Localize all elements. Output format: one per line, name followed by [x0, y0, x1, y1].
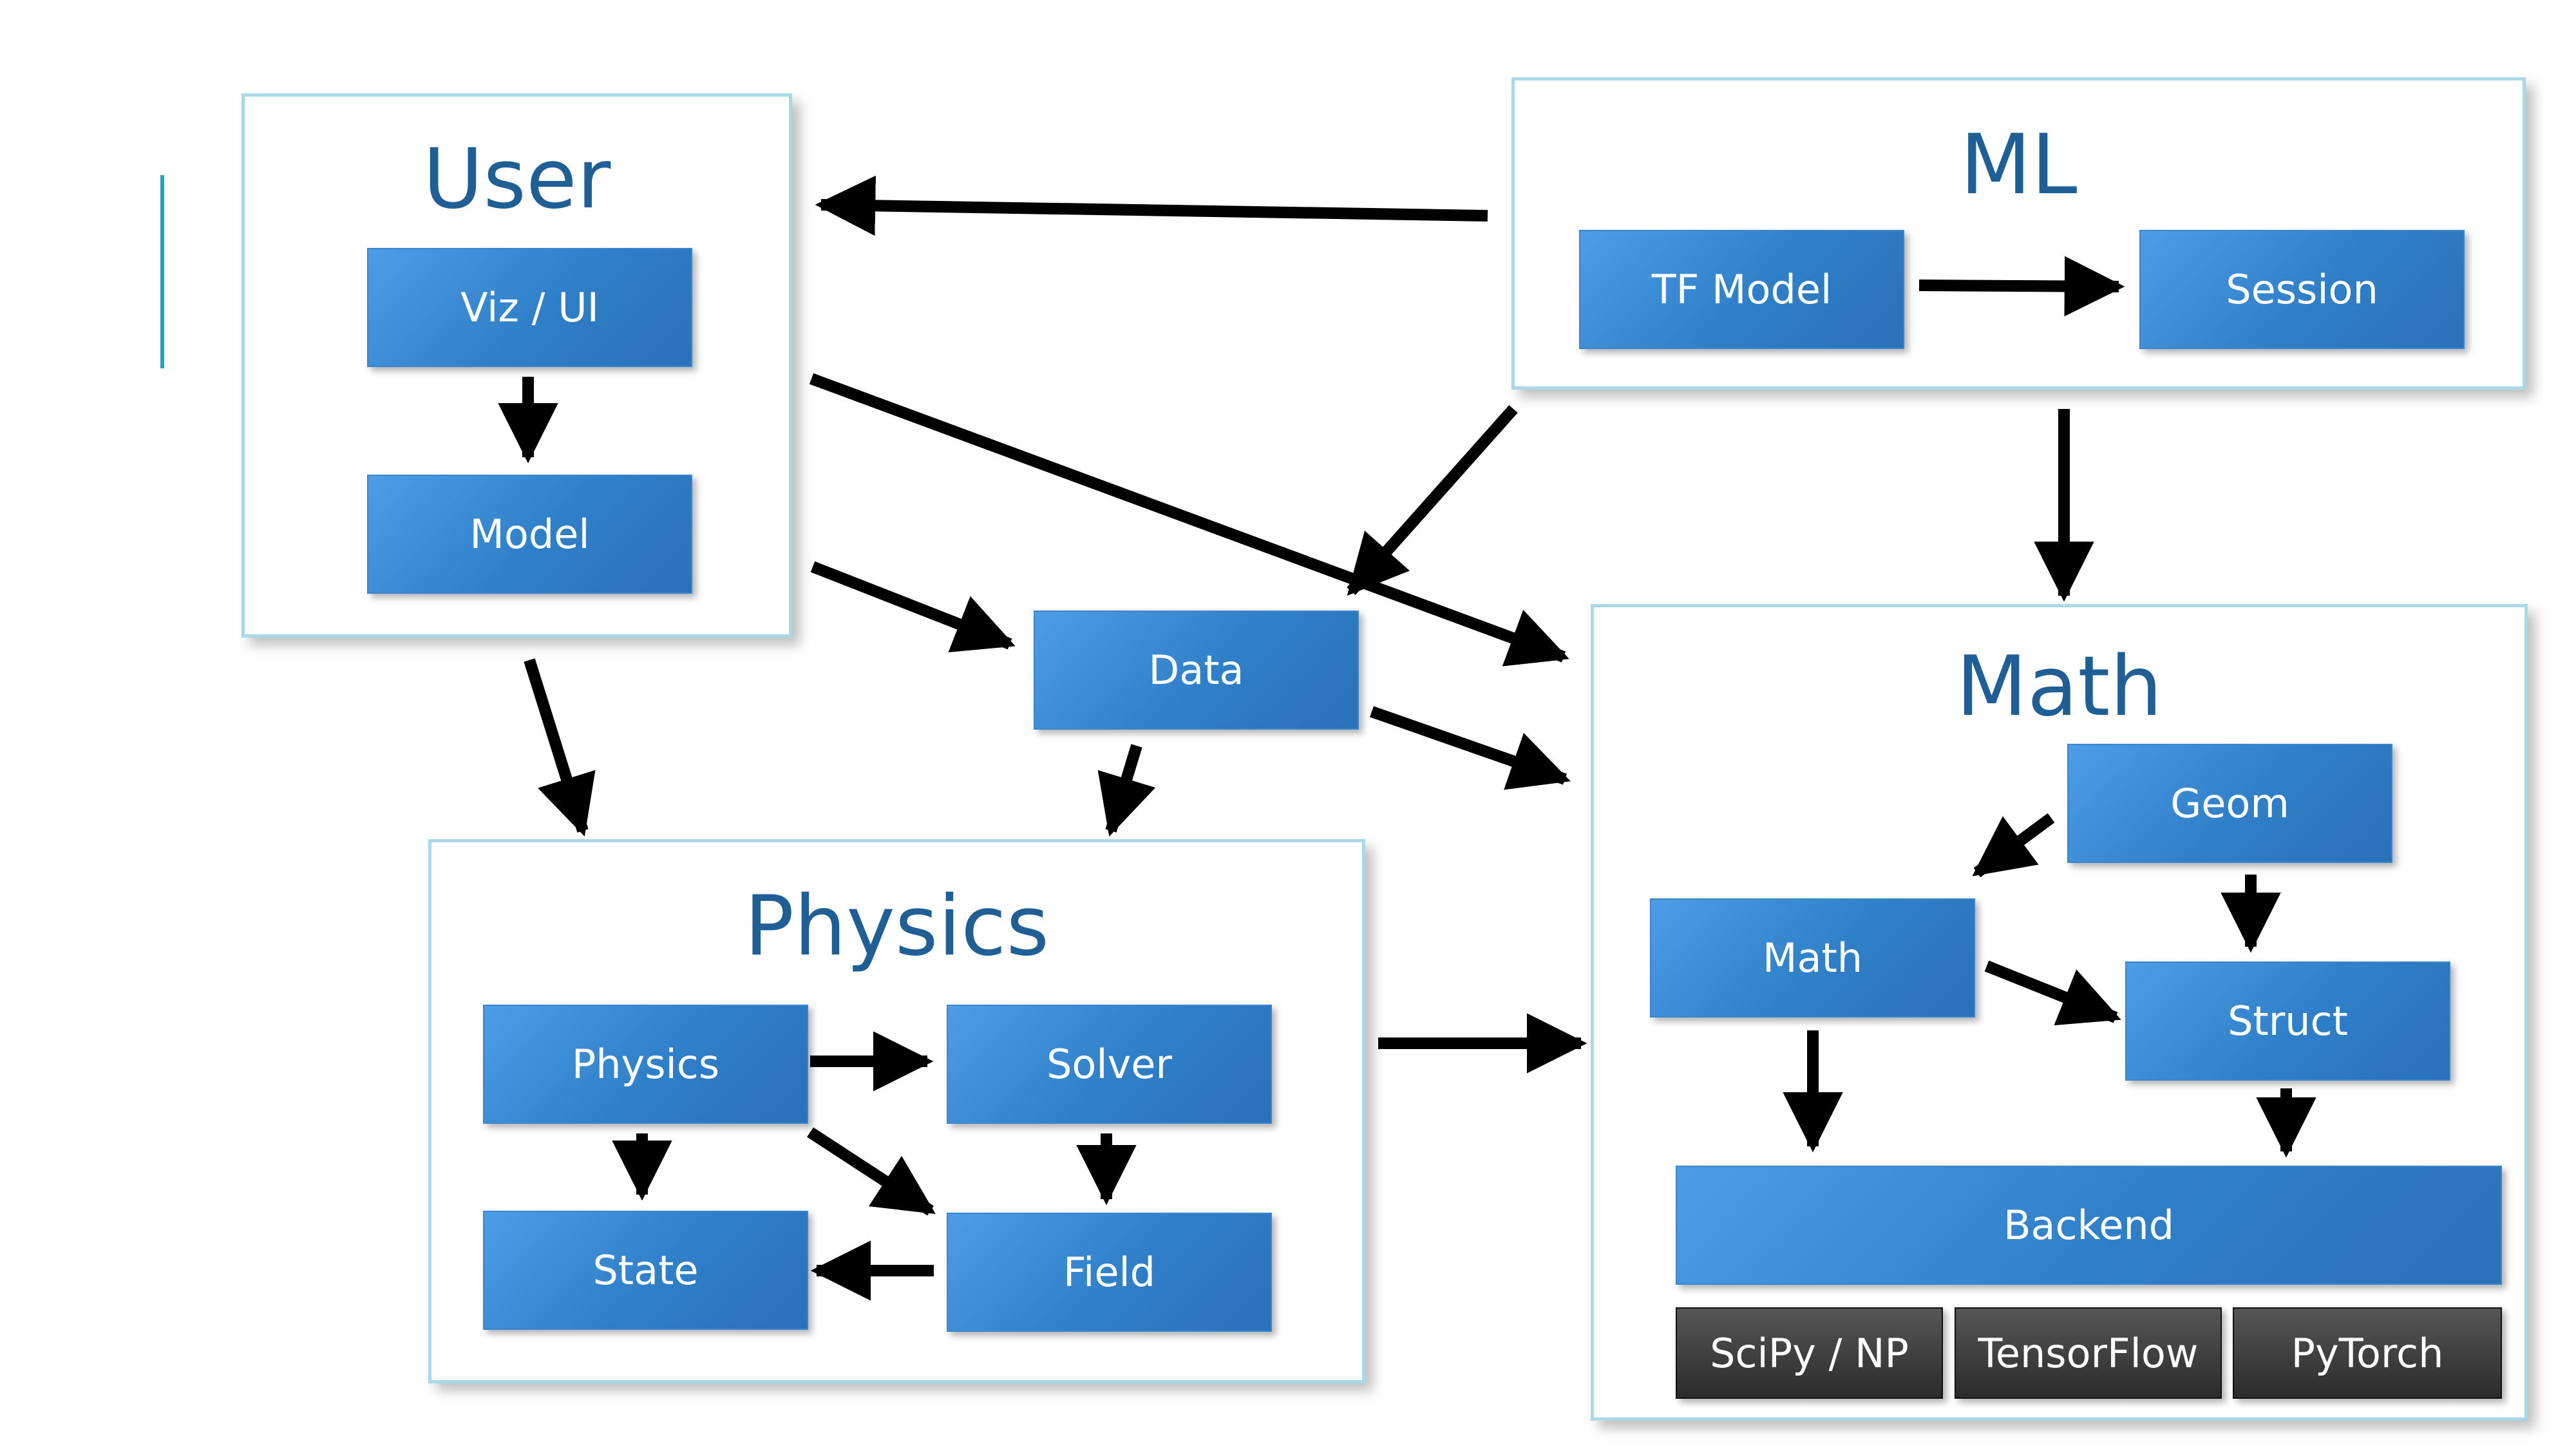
- user-panel: User Viz / UI Model: [242, 93, 792, 638]
- physics-box: Physics: [483, 1005, 808, 1124]
- arrow-user-to-data: [810, 561, 1016, 652]
- arrow-data-to-physics: [1097, 744, 1156, 837]
- ml-panel-title: ML: [1960, 117, 2078, 213]
- geom-box: Geom: [2067, 744, 2392, 863]
- user-panel-title: User: [422, 131, 611, 227]
- arrow-data-to-math: [1370, 706, 1571, 790]
- math-panel: Math Geom Math Struct Backend SciPy / NP…: [1591, 604, 2528, 1421]
- arrow-ml-to-user: [815, 175, 1488, 236]
- pytorch-box: PyTorch: [2233, 1307, 2502, 1399]
- data-box: Data: [1034, 611, 1359, 730]
- solver-box: Solver: [947, 1005, 1272, 1124]
- physics-panel: Physics Physics Solver State Field: [428, 839, 1365, 1383]
- model-box: Model: [367, 475, 692, 594]
- backend-box: Backend: [1676, 1166, 2502, 1285]
- tf-model-box: TF Model: [1579, 230, 1904, 349]
- viz-ui-box: Viz / UI: [367, 248, 692, 367]
- session-box: Session: [2139, 230, 2465, 349]
- math-panel-title: Math: [1956, 639, 2163, 735]
- arrow-ml-to-data: [1347, 405, 1518, 596]
- state-box: State: [483, 1211, 808, 1330]
- scipy-np-box: SciPy / NP: [1676, 1307, 1943, 1399]
- math-inner-box: Math: [1650, 898, 1975, 1018]
- arrow-user-to-physics: [524, 658, 596, 837]
- ml-panel: ML TF Model Session: [1511, 77, 2526, 390]
- struct-box: Struct: [2125, 961, 2450, 1081]
- physics-panel-title: Physics: [744, 878, 1050, 974]
- field-box: Field: [947, 1213, 1272, 1332]
- accent-line: [160, 175, 164, 368]
- tensorflow-box: TensorFlow: [1955, 1307, 2222, 1399]
